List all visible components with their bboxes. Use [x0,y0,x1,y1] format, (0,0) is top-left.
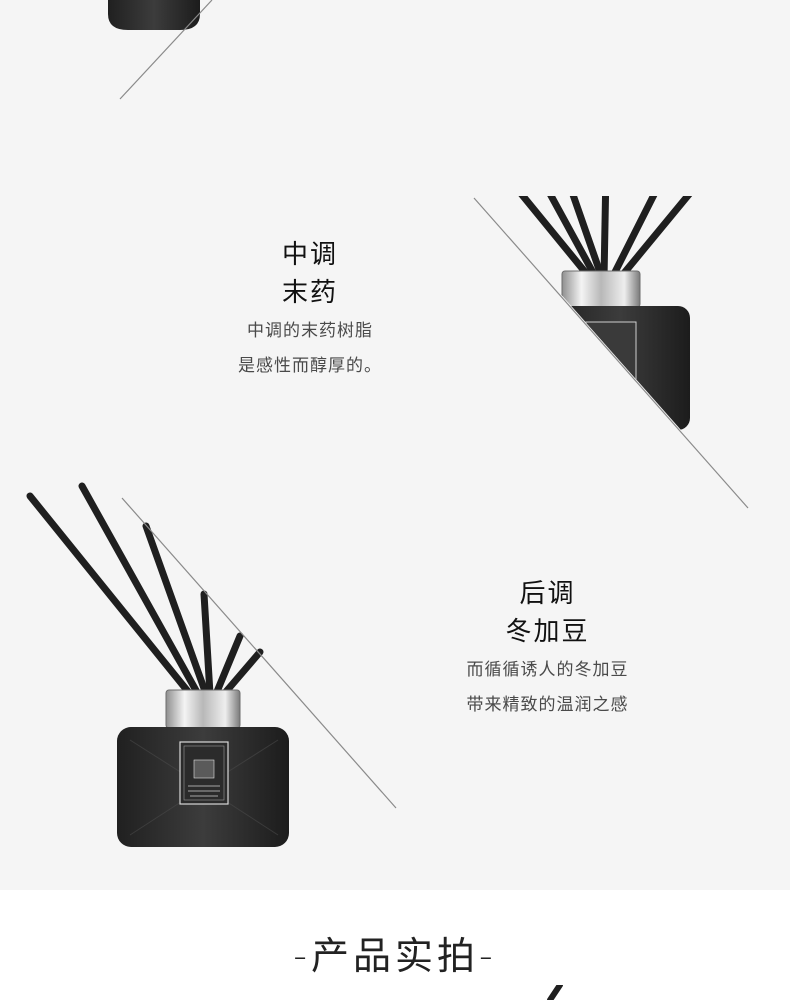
base-note-diffuser [26,482,289,847]
middle-note-desc-2: 是感性而醇厚的。 [238,356,382,376]
top-bottle-fragment [108,0,213,100]
diffuser-illustration [26,0,784,847]
middle-note-ingredient: 末药 [281,278,338,308]
base-note-block: 后调 冬加豆 而循循诱人的冬加豆 带来精致的温润之感 [430,575,665,721]
middle-note-diffuser [474,196,784,430]
base-note-desc-2: 带来精致的温润之感 [466,695,629,715]
next-section-image-fragment [547,985,563,1000]
section-heading-product-photos: -产品实拍- [293,934,497,978]
bottle-label [179,741,229,805]
middle-note-block: 中调 末药 中调的末药树脂 是感性而醇厚的。 [210,236,410,382]
base-note-desc-1: 而循循诱人的冬加豆 [466,660,629,680]
middle-note-desc-1: 中调的末药树脂 [247,321,373,341]
base-note-title: 后调 [519,579,576,609]
middle-note-title: 中调 [281,240,338,270]
product-showcase-panel: 中调 末药 中调的末药树脂 是感性而醇厚的。 后调 冬加豆 而循循诱人的冬加豆 … [26,0,784,847]
base-note-ingredient: 冬加豆 [505,617,590,647]
